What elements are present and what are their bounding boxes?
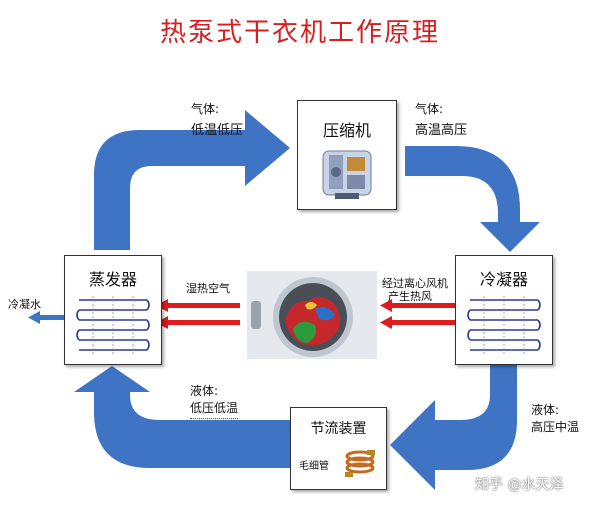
label-gas-low-line2: 低温低压: [191, 123, 244, 138]
throttle-box: 节流装置 毛细管: [290, 407, 387, 490]
label-liquid-high-line2: 高压中温: [531, 420, 580, 434]
condenser-label: 冷凝器: [479, 270, 528, 289]
label-gas-high-line2: 高温高压: [415, 123, 468, 138]
evaporator-box: 蒸发器: [64, 255, 162, 365]
compressor-icon: [322, 150, 372, 199]
condensate-arrow: [28, 311, 65, 324]
hot-air-arrows: [380, 299, 460, 329]
compressor-box: 压缩机: [297, 100, 397, 210]
label-gas-high: 气体: 高温高压: [415, 101, 467, 139]
label-hot-air-line2: 产生热风: [388, 290, 432, 303]
watermark: 知乎 @水天泽: [475, 477, 564, 493]
label-gas-low: 气体: 低温低压: [191, 101, 243, 139]
label-wet-air: 湿热空气: [186, 282, 230, 295]
dryer-drum-icon: [247, 271, 377, 359]
evaporator-label: 蒸发器: [88, 270, 137, 289]
label-hot-air-line1: 经过离心风机: [382, 277, 448, 290]
label-hot-air: 经过离心风机 产生热风: [382, 277, 448, 303]
evaporator-coil-icon: [76, 296, 150, 354]
label-liquid-low-line2: 低压低温: [190, 400, 239, 419]
condenser-coil-icon: [467, 296, 541, 354]
throttle-label: 节流装置: [310, 421, 367, 437]
compressor-label: 压缩机: [322, 121, 371, 140]
capillary-label: 毛细管: [299, 461, 329, 472]
label-liquid-high: 液体: 高压中温: [531, 402, 579, 436]
arrow-condenser-to-throttle: [390, 362, 517, 490]
condenser-box: 冷凝器: [455, 255, 553, 365]
label-gas-low-line1: 气体:: [191, 102, 220, 116]
label-condensate: 冷凝水: [8, 298, 41, 311]
label-liquid-low: 液体: 低压低温: [190, 383, 239, 419]
label-gas-high-line1: 气体:: [415, 102, 444, 116]
label-liquid-high-line1: 液体:: [531, 403, 560, 417]
arrow-compressor-to-condenser: [405, 146, 540, 252]
diagram-title: 热泵式干衣机工作原理: [159, 18, 440, 48]
label-liquid-low-line1: 液体:: [190, 384, 219, 398]
arrow-throttle-to-evaporator: [74, 366, 290, 468]
wet-air-arrows: [156, 299, 240, 329]
dryer-drum-image: [247, 271, 377, 359]
arrow-evaporator-to-compressor: [94, 110, 290, 250]
capillary-tube-icon: [345, 450, 375, 477]
